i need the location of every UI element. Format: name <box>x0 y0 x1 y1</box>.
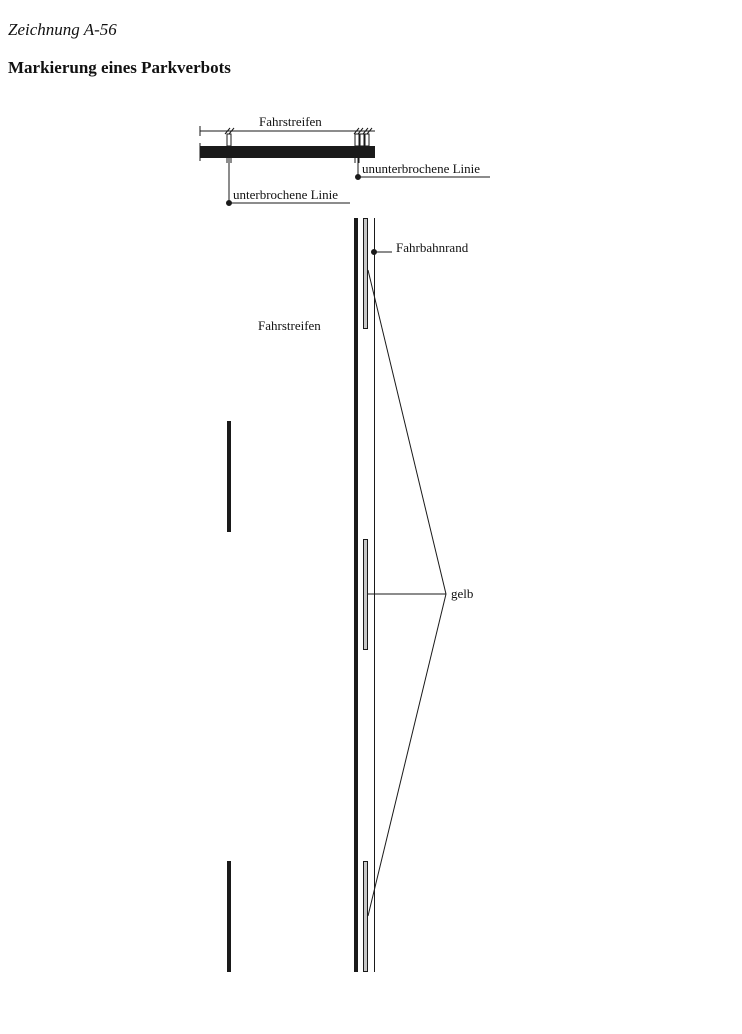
road-edge-label: Fahrbahnrand <box>396 240 469 255</box>
broken-line-dash <box>227 421 231 532</box>
leader-dot <box>355 174 361 180</box>
yellow-label: gelb <box>451 586 473 601</box>
lane-label: Fahrstreifen <box>258 318 321 333</box>
leader-line <box>367 593 447 917</box>
page-title: Markierung eines Parkverbots <box>8 58 231 77</box>
solid-line <box>354 218 358 972</box>
broken-line-dash <box>227 861 231 972</box>
figure-label: Zeichnung A-56 <box>8 20 117 39</box>
yellow-marking <box>363 218 368 329</box>
road-section-bar <box>200 146 375 158</box>
lane-dimension-label: Fahrstreifen <box>259 114 322 129</box>
leader-dot <box>226 200 232 206</box>
broken-line-label: unterbrochene Linie <box>233 187 338 202</box>
leader-line <box>367 269 447 595</box>
leader-dot <box>371 249 377 255</box>
solid-line-label: ununterbrochene Linie <box>362 161 480 176</box>
plan-view: Fahrbahnrand Fahrstreifen gelb <box>227 218 473 972</box>
yellow-marking <box>363 539 368 650</box>
cross-section: Fahrstreifen unterbrochene Linie ununter… <box>199 114 490 206</box>
yellow-marking <box>363 861 368 972</box>
